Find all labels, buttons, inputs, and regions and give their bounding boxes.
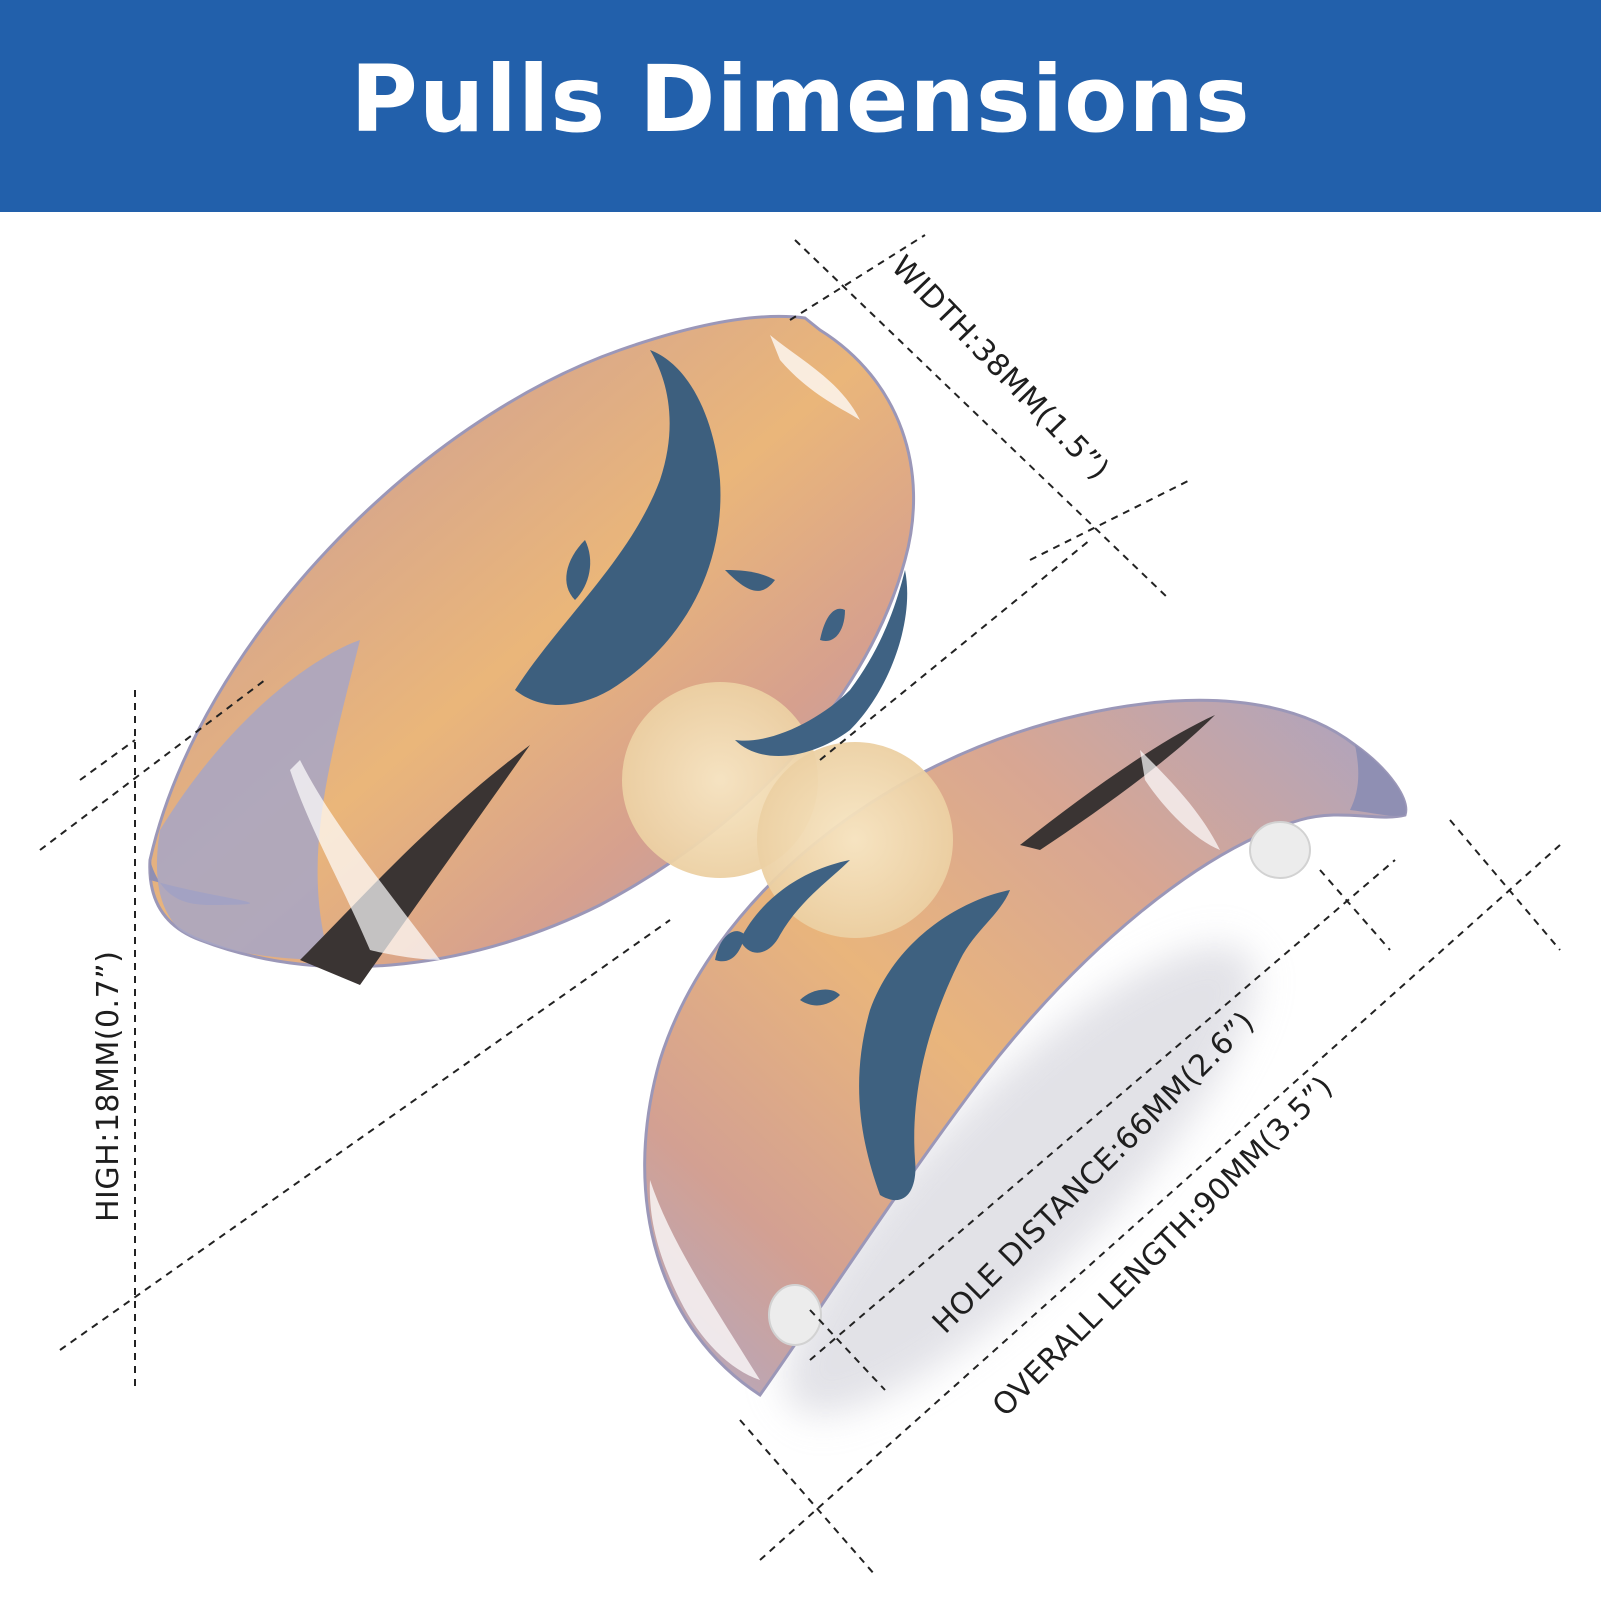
pull-lower [643,698,1408,1416]
width-label: WIDTH:38MM(1.5”) [884,249,1116,487]
high-label: HIGH:18MM(0.7”) [91,951,126,1222]
dolphin-icon [515,350,721,705]
high-dimension: HIGH:18MM(0.7”) [39,679,671,1390]
page-title: Pulls Dimensions [350,46,1251,153]
guide-line [819,539,1091,761]
title-banner: Pulls Dimensions [0,0,1601,212]
dolphin-icon [735,570,908,757]
dolphin-icon [859,890,1010,1201]
dolphin-icon [740,860,850,953]
